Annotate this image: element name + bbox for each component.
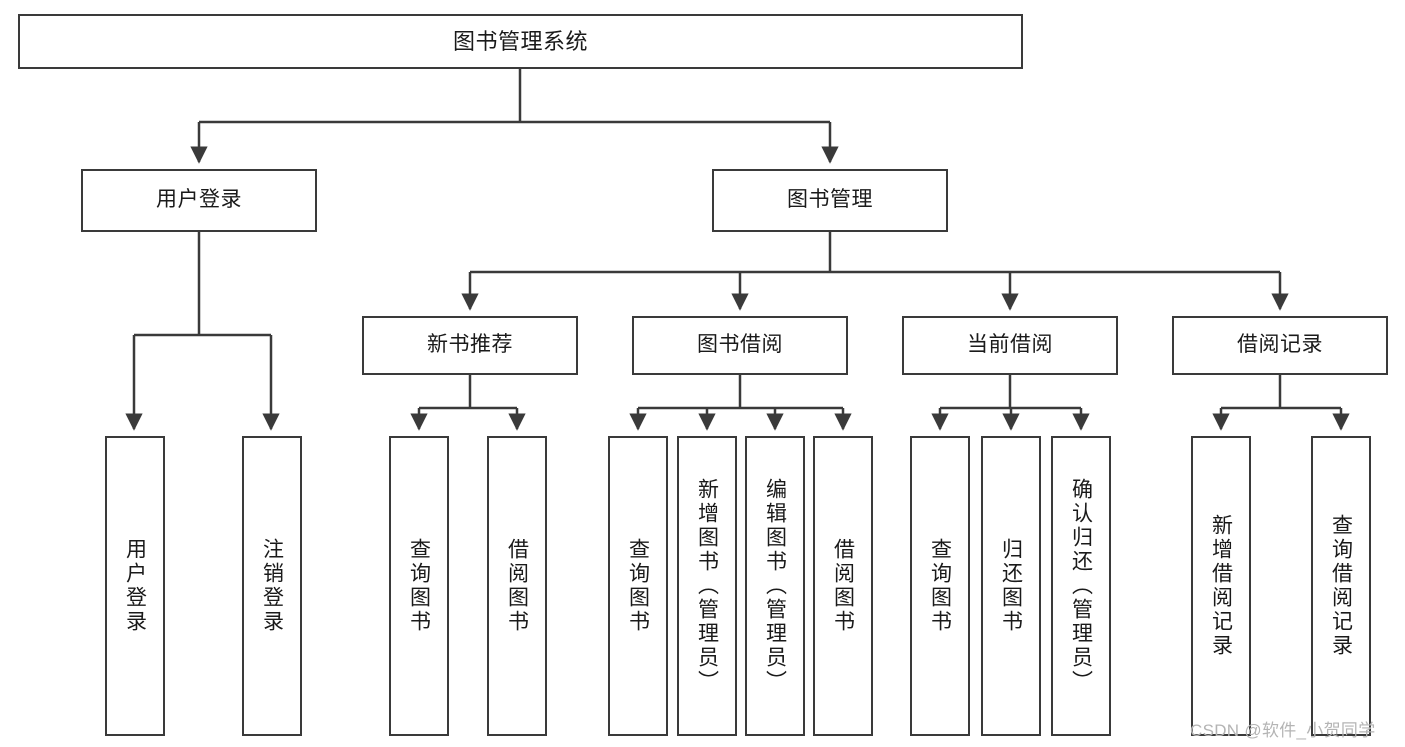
node-borrow-records[interactable]: 借阅记录 xyxy=(1172,316,1388,375)
leaf-add-book-admin-label: 新增图书（管理员） xyxy=(695,478,719,694)
node-borrow-records-label: 借阅记录 xyxy=(1237,333,1323,357)
leaf-user-login-label: 用户登录 xyxy=(123,538,147,634)
leaf-query-books-borrow[interactable]: 查询图书 xyxy=(608,436,668,736)
leaf-confirm-return-admin-label: 确认归还（管理员） xyxy=(1069,478,1093,694)
leaf-query-books-current-label: 查询图书 xyxy=(928,538,952,634)
node-root-label: 图书管理系统 xyxy=(452,28,588,54)
leaf-borrow-books-new[interactable]: 借阅图书 xyxy=(487,436,547,736)
node-book-management-label: 图书管理 xyxy=(787,188,873,212)
node-book-management[interactable]: 图书管理 xyxy=(712,169,948,232)
node-new-book-recommend-label: 新书推荐 xyxy=(427,333,513,357)
leaf-query-borrow-record[interactable]: 查询借阅记录 xyxy=(1311,436,1371,736)
leaf-query-books-current[interactable]: 查询图书 xyxy=(910,436,970,736)
leaf-add-book-admin[interactable]: 新增图书（管理员） xyxy=(677,436,737,736)
leaf-logout-label: 注销登录 xyxy=(260,538,284,634)
leaf-add-borrow-record-label: 新增借阅记录 xyxy=(1209,514,1233,658)
leaf-add-borrow-record[interactable]: 新增借阅记录 xyxy=(1191,436,1251,736)
leaf-return-books[interactable]: 归还图书 xyxy=(981,436,1041,736)
leaf-query-borrow-record-label: 查询借阅记录 xyxy=(1329,514,1353,658)
node-book-borrow-label: 图书借阅 xyxy=(697,333,783,357)
node-user-login[interactable]: 用户登录 xyxy=(81,169,317,232)
leaf-query-books-new[interactable]: 查询图书 xyxy=(389,436,449,736)
leaf-query-books-new-label: 查询图书 xyxy=(407,538,431,634)
csdn-watermark: CSDN @软件_小贺同学 xyxy=(1190,721,1376,740)
leaf-logout[interactable]: 注销登录 xyxy=(242,436,302,736)
leaf-borrow-books-borrow-label: 借阅图书 xyxy=(831,538,855,634)
node-user-login-label: 用户登录 xyxy=(156,188,242,212)
leaf-borrow-books-borrow[interactable]: 借阅图书 xyxy=(813,436,873,736)
node-new-book-recommend[interactable]: 新书推荐 xyxy=(362,316,578,375)
leaf-confirm-return-admin[interactable]: 确认归还（管理员） xyxy=(1051,436,1111,736)
leaf-user-login[interactable]: 用户登录 xyxy=(105,436,165,736)
leaf-query-books-borrow-label: 查询图书 xyxy=(626,538,650,634)
node-current-borrow[interactable]: 当前借阅 xyxy=(902,316,1118,375)
node-root[interactable]: 图书管理系统 xyxy=(18,14,1023,69)
node-current-borrow-label: 当前借阅 xyxy=(967,333,1053,357)
leaf-edit-book-admin[interactable]: 编辑图书（管理员） xyxy=(745,436,805,736)
node-book-borrow[interactable]: 图书借阅 xyxy=(632,316,848,375)
leaf-edit-book-admin-label: 编辑图书（管理员） xyxy=(763,478,787,694)
leaf-borrow-books-new-label: 借阅图书 xyxy=(505,538,529,634)
leaf-return-books-label: 归还图书 xyxy=(999,538,1023,634)
